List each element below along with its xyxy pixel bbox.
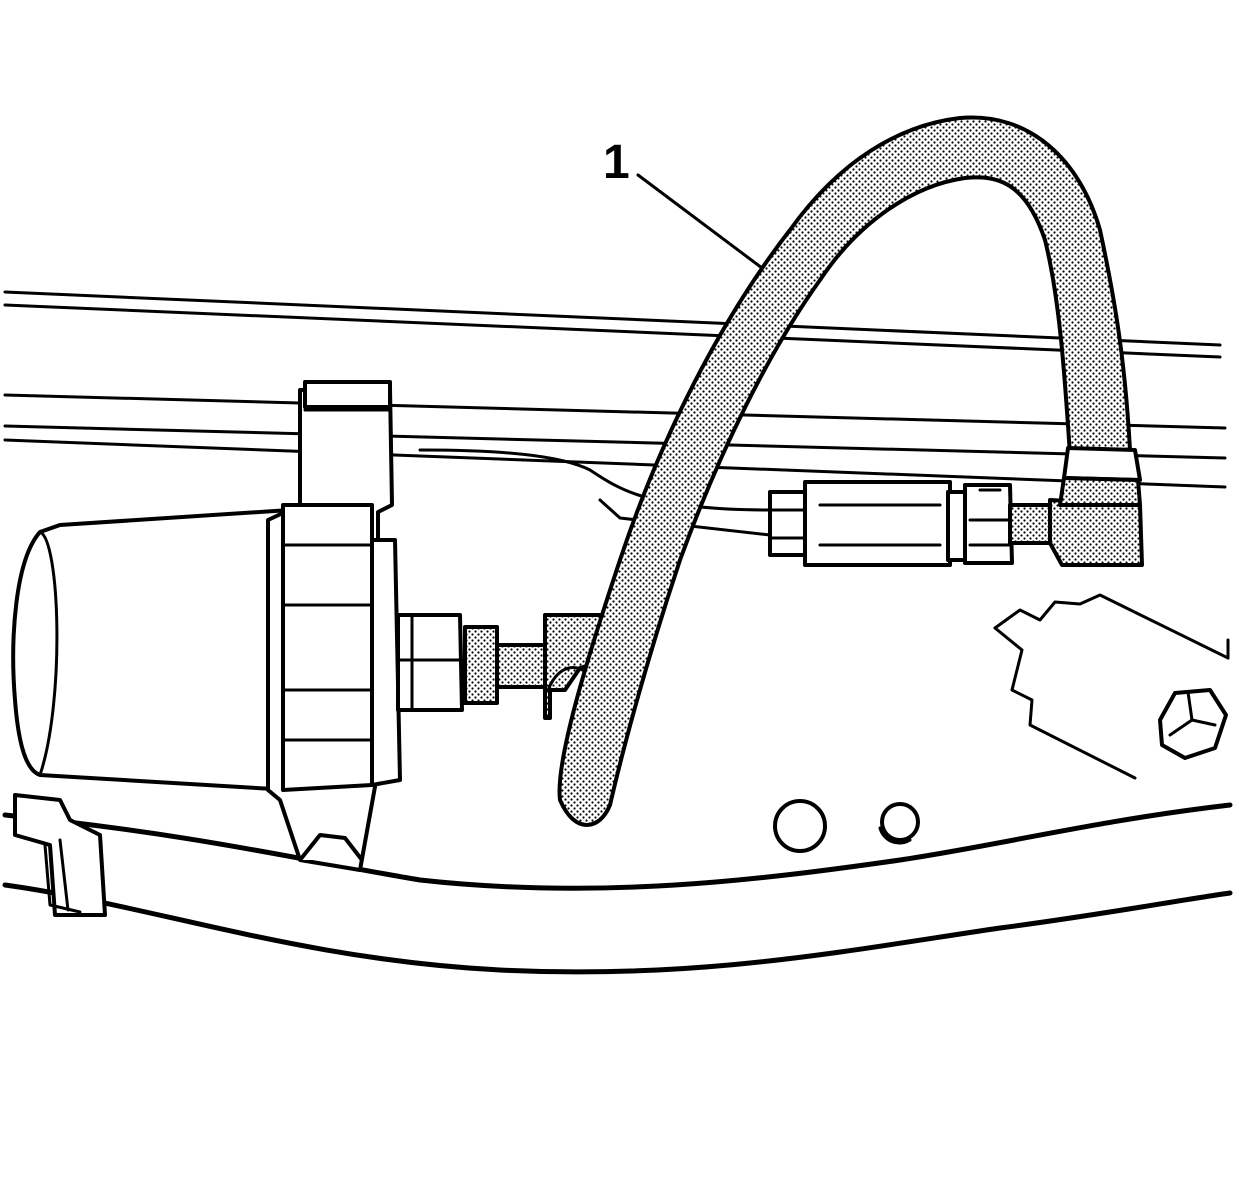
fuel-filter	[11, 380, 464, 872]
inline-coupler	[803, 480, 952, 567]
frame-crossmember	[2, 802, 1233, 975]
hex-bolt	[1158, 688, 1228, 760]
fitting-nut	[963, 483, 1014, 565]
bracket-hole	[773, 799, 827, 853]
line-clip	[13, 793, 107, 917]
callout-1: 1	[603, 136, 764, 270]
filter-mount-clamp	[303, 380, 392, 409]
bracket-stud	[880, 802, 920, 842]
frame-rails	[3, 290, 1227, 489]
mounting-bracket	[773, 593, 1230, 853]
callout-label: 1	[603, 136, 630, 189]
flexible-fuel-hose	[557, 115, 1142, 827]
filter-outlet-line	[463, 613, 607, 762]
hose-clamp	[1062, 446, 1142, 482]
outlet-nut	[396, 613, 464, 712]
upper-fuel-line	[418, 448, 1144, 567]
